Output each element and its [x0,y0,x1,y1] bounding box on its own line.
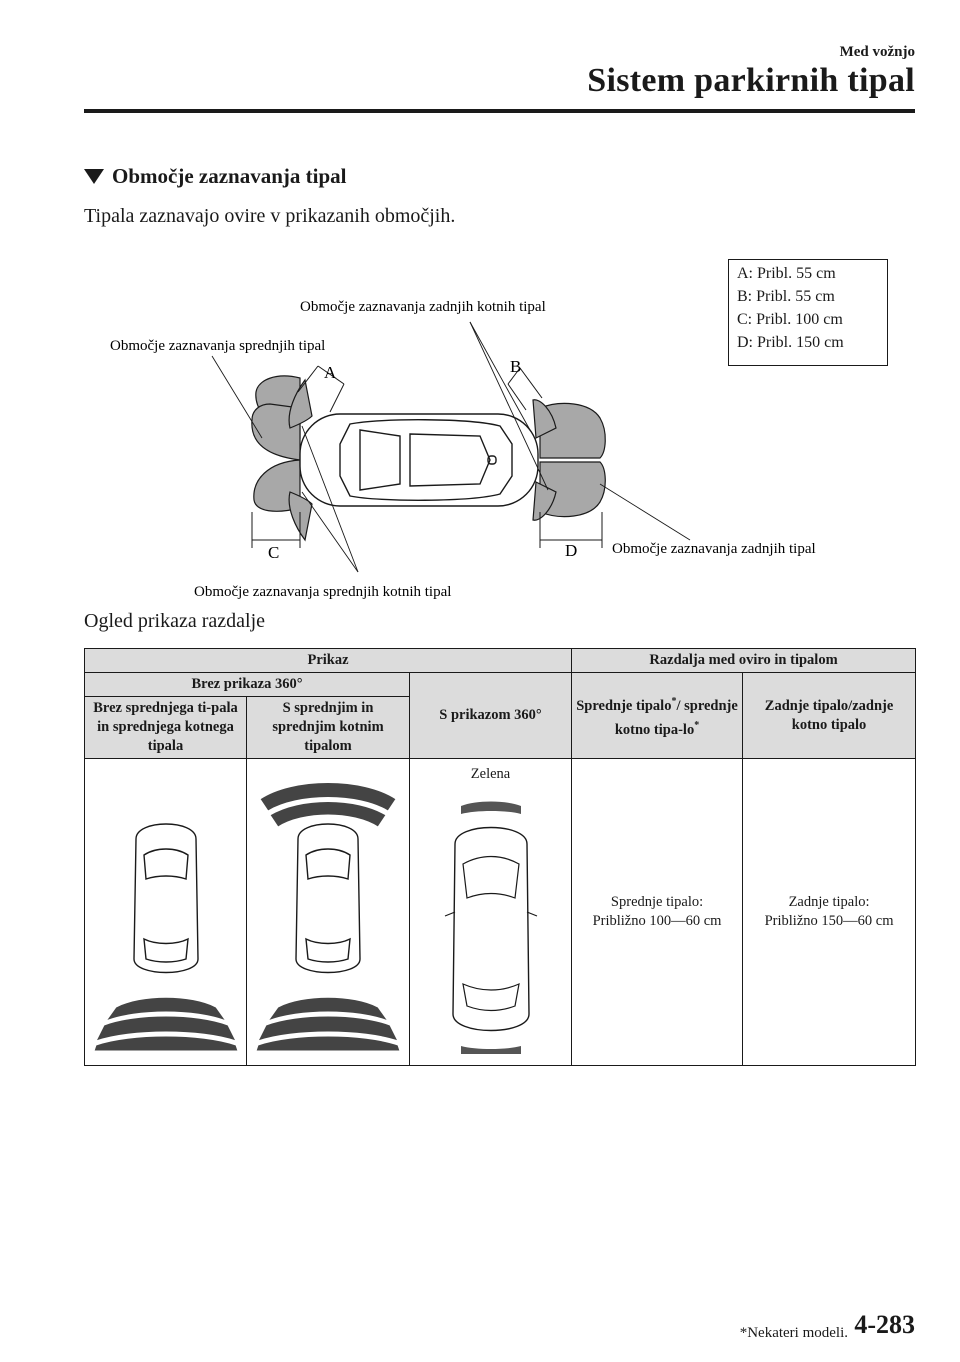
header-razdalja: Razdalja med oviro in tipalom [571,648,917,673]
leader-lines [211,321,691,573]
section-heading: Območje zaznavanja tipal [84,164,346,189]
header-s-360: S prikazom 360° [408,672,573,759]
letter-d: D [565,541,577,560]
label-front-sensors: Območje zaznavanja sprednjih tipal [110,338,325,354]
front-distance-label: Sprednje tipalo: [610,894,704,910]
letter-b: B [510,357,521,376]
header-rule [84,109,915,113]
legend-c: C: Pribl. 100 cm [737,311,843,328]
header-brez-360: Brez prikaza 360° [84,672,410,697]
front-distance-cell: Sprednje tipalo: Približno 100—60 cm [571,758,744,1066]
distance-legend-box: A: Pribl. 55 cm B: Pribl. 55 cm C: Pribl… [728,259,888,366]
header-prikaz: Prikaz [83,648,573,673]
rear-lower-zone [539,461,606,518]
car-front-rear-arcs-illustration [255,782,401,1052]
display-heading: Ogled prikaza razdalje [84,610,266,632]
rear-distance-label: Zadnje tipalo: [788,894,870,910]
car-top-view [299,413,539,507]
display-with-front-image [246,758,410,1066]
front-right-zone [253,459,301,512]
front-zones [251,375,313,542]
front-corner-upper [288,378,313,429]
header-front-star-2: * [694,719,700,731]
display-without-front-image [84,758,247,1066]
header-front-text-1: Sprednje tipalo [576,697,672,714]
header-with-front: S sprednjim in sprednjim kotnim tipalom [246,696,410,759]
rear-corner-lower [532,481,557,521]
rear-distance-value: Približno 150—60 cm [764,913,894,929]
page-title: Sistem parkirnih tipal [587,62,915,99]
label-rear-sensors: Območje zaznavanja zadnjih tipal [612,541,816,557]
header-front-column: Sprednje tipalo*/ sprednje kotno tipa-lo… [571,672,744,759]
legend-a: A: Pribl. 55 cm [737,265,836,282]
header-rear-column: Zadnje tipalo/zadnje kotno tipalo [742,672,917,759]
legend-d: D: Pribl. 150 cm [737,334,844,351]
letter-c: C [268,543,279,562]
distance-display-table: Prikaz Razdalja med oviro in tipalom Bre… [83,648,917,1066]
section-heading-text: Območje zaznavanja tipal [112,164,347,188]
car-rear-arcs-illustration [92,823,239,1052]
front-corner-lower [288,491,313,542]
legend-b: B: Pribl. 55 cm [737,288,835,305]
label-rear-corner-sensors: Območje zaznavanja zadnjih kotnih tipal [300,299,546,315]
label-front-corner-sensors: Območje zaznavanja sprednjih kotnih tipa… [194,584,451,600]
rear-distance-cell: Zadnje tipalo: Približno 150—60 cm [742,758,917,1066]
intro-text: Tipala zaznavajo ovire v prikazanih obmo… [84,205,456,227]
page-number: 4-283 [854,1310,915,1339]
display-360-image: Zelena [408,758,573,1066]
header-front-text-2: / sprednje kotno tipa-lo [614,697,738,738]
letter-a: A [324,363,337,382]
rear-upper-zone [539,402,606,459]
header-front-star: * [671,695,677,707]
green-label: Zelena [470,766,511,782]
footnote: *Nekateri modeli. [739,1325,848,1341]
front-distance-value: Približno 100—60 cm [592,913,722,929]
sensor-zone-diagram: A B C D Območje zaznavanja sprednjih tip… [110,299,816,600]
header-without-front: Brez sprednjega ti-pala in sprednjega ko… [84,696,247,759]
car-360-illustration [444,801,537,1059]
triangle-bullet-icon [84,169,104,184]
rear-corner-upper [532,399,557,439]
chapter-label: Med vožnjo [839,44,915,60]
rear-zones [532,399,606,521]
